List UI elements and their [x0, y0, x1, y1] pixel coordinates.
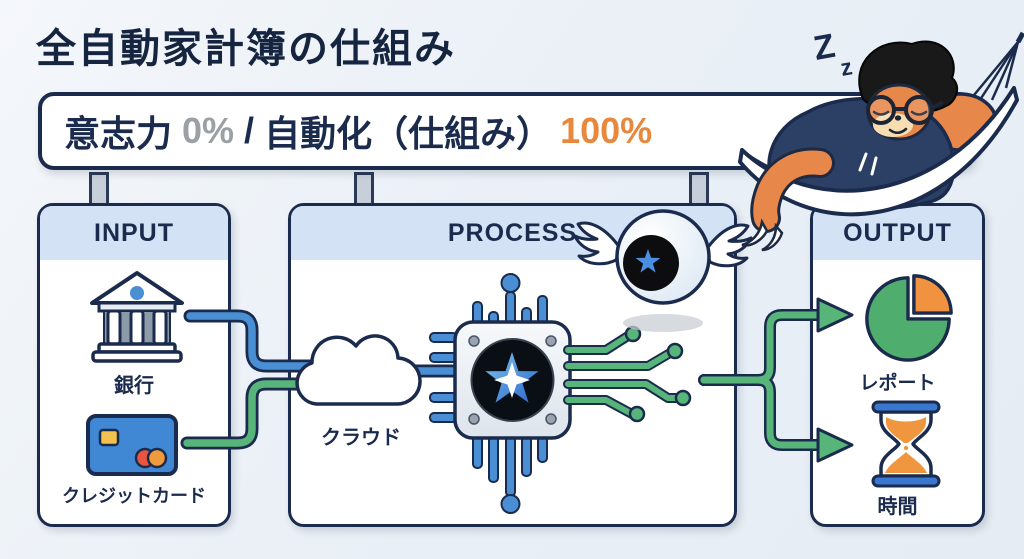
- hourglass-icon: [871, 400, 941, 488]
- willpower-label: 意志力: [64, 113, 173, 154]
- credit-card-icon: [86, 414, 178, 476]
- sloth-claws: [741, 218, 784, 252]
- cloud-label: クラウド: [321, 427, 401, 449]
- automation-label: 自動化（仕組み）: [264, 113, 553, 154]
- input-header: INPUT: [40, 206, 228, 260]
- bank-label: 銀行: [114, 375, 154, 397]
- sloth-arm: [741, 147, 835, 252]
- process-box: PROCESS クラウド: [288, 203, 737, 527]
- sleep-z-large: Z: [811, 27, 838, 68]
- report-label: レポート: [859, 373, 936, 394]
- pie-chart-icon: [865, 274, 953, 362]
- willpower-value: 0%: [182, 110, 235, 151]
- page-title: 全自動家計簿の仕組み: [36, 27, 456, 71]
- sleep-z-small: z: [838, 53, 854, 81]
- credit-card-label: クレジットカード: [62, 486, 206, 506]
- input-box: INPUT 銀行 クレジットカード: [37, 203, 231, 527]
- slogan-banner: 意志力 0% / 自動化（仕組み） 100%: [38, 92, 975, 170]
- automation-value: 100%: [560, 110, 653, 151]
- slogan-separator: /: [244, 110, 255, 151]
- output-box: OUTPUT レポート 時間: [810, 203, 985, 527]
- process-header: PROCESS: [291, 206, 734, 260]
- time-label: 時間: [877, 496, 918, 518]
- output-header: OUTPUT: [813, 206, 982, 260]
- bank-icon: [90, 271, 184, 363]
